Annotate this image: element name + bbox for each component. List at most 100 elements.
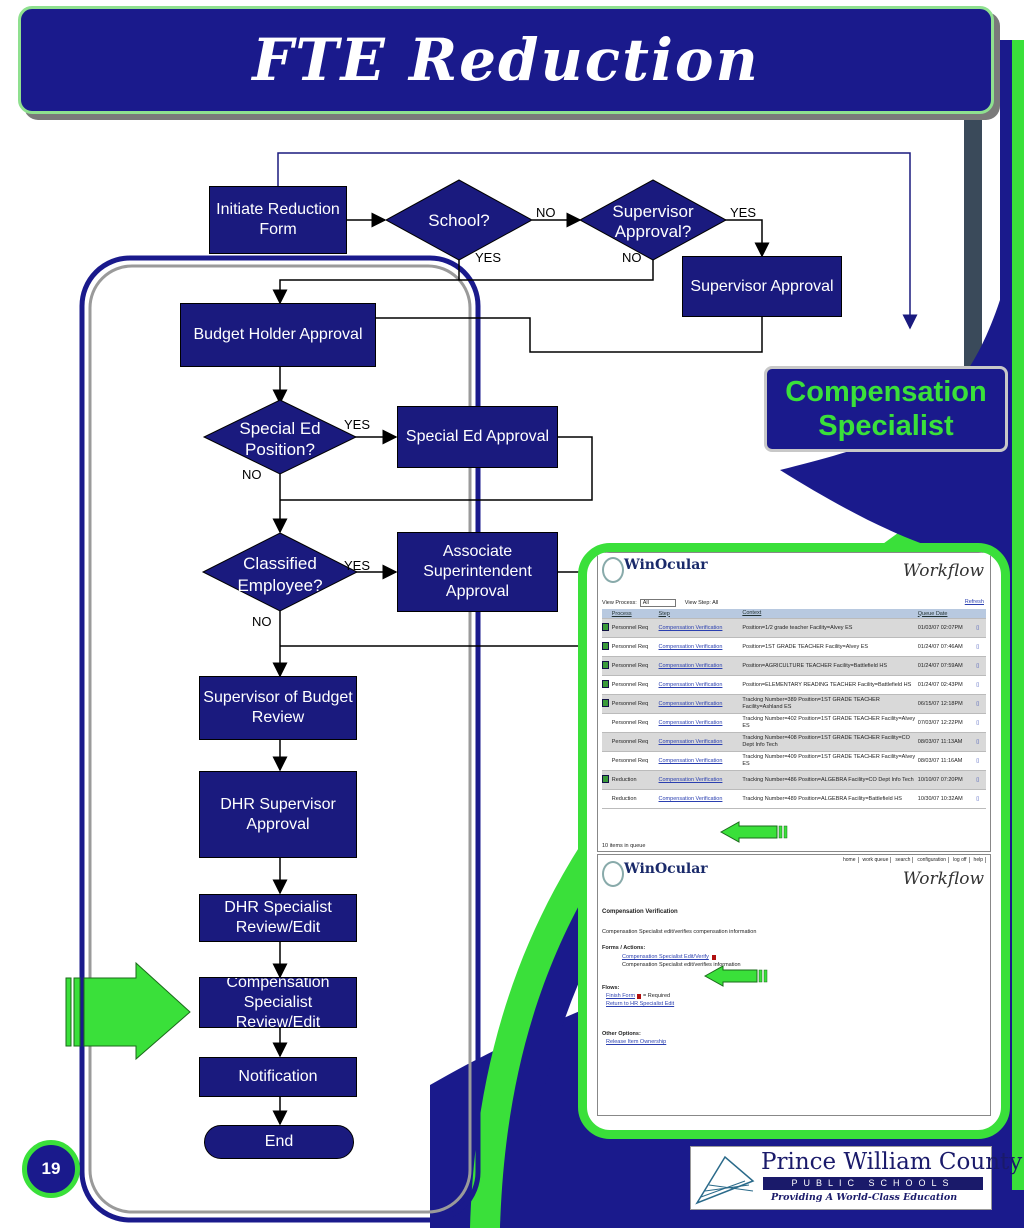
row-step-link[interactable]: Compensation Verification: [658, 758, 723, 764]
special-ed-approval-box: Special Ed Approval: [397, 406, 558, 468]
row-detail-icon[interactable]: ▯: [976, 758, 980, 764]
comp-specialist-edit-link[interactable]: Compensation Specialist Edit/Verify: [622, 954, 709, 960]
row-step-link[interactable]: Compensation Verification: [658, 796, 723, 802]
row-detail-icon[interactable]: ▯: [976, 796, 980, 802]
nav-home[interactable]: home: [841, 857, 859, 863]
row-checkbox-icon[interactable]: [602, 642, 612, 652]
header-process[interactable]: Process: [611, 610, 632, 617]
special-ed-yes-label: YES: [344, 417, 371, 432]
panel-pointers: [703, 821, 788, 987]
pwcs-logo: Prince William County PUBLIC SCHOOLS Pro…: [690, 1146, 1022, 1210]
special-ed-question-line1: Special Ed: [239, 418, 321, 438]
row-queue-date: 01/24/07 07:59AM: [917, 663, 963, 669]
header-context[interactable]: Context: [742, 610, 762, 616]
classified-yes-label: YES: [344, 558, 371, 573]
row-step-link[interactable]: Compensation Verification: [658, 739, 723, 745]
school-decision: [384, 179, 534, 261]
row-process: Personnel Req: [611, 625, 649, 631]
notification-box: Notification: [199, 1057, 357, 1097]
finish-row: Finish Form = Required: [606, 993, 670, 999]
row-checkbox-icon[interactable]: [602, 661, 612, 671]
winocular-logo: WinOcular: [602, 557, 708, 583]
classified-no-label: NO: [252, 614, 272, 629]
row-step-link[interactable]: Compensation Verification: [658, 682, 723, 688]
pwcs-name: Prince William County: [761, 1149, 1023, 1175]
row-process: Personnel Req: [611, 739, 649, 745]
required-note: = Required: [643, 993, 671, 999]
header-step[interactable]: Step: [658, 610, 670, 617]
row-detail-icon[interactable]: ▯: [976, 644, 980, 650]
required-marker-icon: [711, 954, 716, 960]
row-context: Tracking Number=409 Position=1ST GRADE T…: [742, 754, 916, 767]
flows-label: Flows:: [602, 985, 620, 991]
row-detail-icon[interactable]: ▯: [976, 720, 980, 726]
row-queue-date: 01/24/07 02:43PM: [917, 682, 963, 688]
special-ed-no-label: NO: [242, 467, 262, 482]
row-step-link[interactable]: Compensation Verification: [658, 720, 723, 726]
row-detail-icon[interactable]: ▯: [976, 777, 980, 783]
special-ed-question-line2: Position?: [245, 439, 315, 459]
row-detail-icon[interactable]: ▯: [976, 625, 980, 631]
forms-actions-label: Forms / Actions:: [602, 945, 646, 951]
row-step-link[interactable]: Compensation Verification: [658, 701, 723, 707]
queue-table: Process Step Context Queue Date Personne…: [602, 609, 986, 809]
row-step-link[interactable]: Compensation Verification: [658, 663, 723, 669]
supervisor-question-line2: Approval?: [614, 221, 692, 241]
row-detail-icon[interactable]: ▯: [976, 663, 980, 669]
view-process-select[interactable]: All: [639, 599, 676, 607]
release-ownership-link[interactable]: Release Item Ownership: [606, 1039, 667, 1045]
row-context: Tracking Number=489 Position=ALGEBRA Fac…: [742, 795, 902, 802]
page-description: Compensation Specialist edit/verifies co…: [602, 929, 757, 935]
winocular-logo-2: WinOcular: [602, 861, 708, 887]
school-question: School?: [428, 210, 490, 230]
row-queue-date: 08/03/07 11:16AM: [917, 758, 963, 764]
nav-log-off[interactable]: log off: [951, 857, 970, 863]
row-detail-icon[interactable]: ▯: [976, 739, 980, 745]
row-step-link[interactable]: Compensation Verification: [658, 644, 723, 650]
nav-search[interactable]: search: [893, 857, 914, 863]
row-step-link[interactable]: Compensation Verification: [658, 777, 723, 783]
row-process: Personnel Req: [611, 663, 649, 669]
nav-help[interactable]: help: [972, 857, 986, 863]
header-queue-date[interactable]: Queue Date: [917, 610, 948, 617]
row-checkbox-icon[interactable]: [602, 680, 612, 690]
row-checkbox-icon[interactable]: [602, 699, 612, 709]
supervisor-no-label: NO: [622, 250, 642, 265]
finish-form-link[interactable]: Finish Form: [606, 993, 636, 999]
nav-work-queue[interactable]: work queue: [861, 857, 892, 863]
row-queue-date: 08/03/07 11:13AM: [917, 739, 963, 745]
row-queue-date: 06/15/07 12:18PM: [917, 701, 963, 707]
workflow-heading: Workflow: [902, 561, 984, 581]
row-context: Tracking Number=389 Position=1ST GRADE T…: [742, 697, 880, 710]
highlight-arrow: [65, 961, 191, 1061]
refresh-link[interactable]: Refresh: [964, 599, 984, 605]
row-checkbox-icon[interactable]: [602, 623, 612, 633]
row-step-link[interactable]: Compensation Verification: [658, 625, 723, 631]
row-context: Tracking Number=402 Position=1ST GRADE T…: [742, 716, 916, 729]
return-to-hr-link[interactable]: Return to HR Specialist Edit: [606, 1001, 675, 1007]
row-queue-date: 07/03/07 12:22PM: [917, 720, 963, 726]
nav-configuration[interactable]: configuration: [915, 857, 950, 863]
row-detail-icon[interactable]: ▯: [976, 701, 980, 707]
row-checkbox-icon[interactable]: [602, 775, 612, 785]
workflow-heading-2: Workflow: [902, 869, 984, 889]
badge-line1: Compensation: [785, 376, 987, 408]
classified-decision: [201, 532, 359, 612]
dhr-supervisor-approval-box: DHR Supervisor Approval: [199, 771, 357, 858]
classified-question-line2: Employee?: [237, 575, 323, 595]
pwcs-sub: PUBLIC SCHOOLS: [763, 1177, 983, 1190]
row-detail-icon[interactable]: ▯: [976, 682, 980, 688]
row-process: Reduction: [611, 777, 637, 783]
